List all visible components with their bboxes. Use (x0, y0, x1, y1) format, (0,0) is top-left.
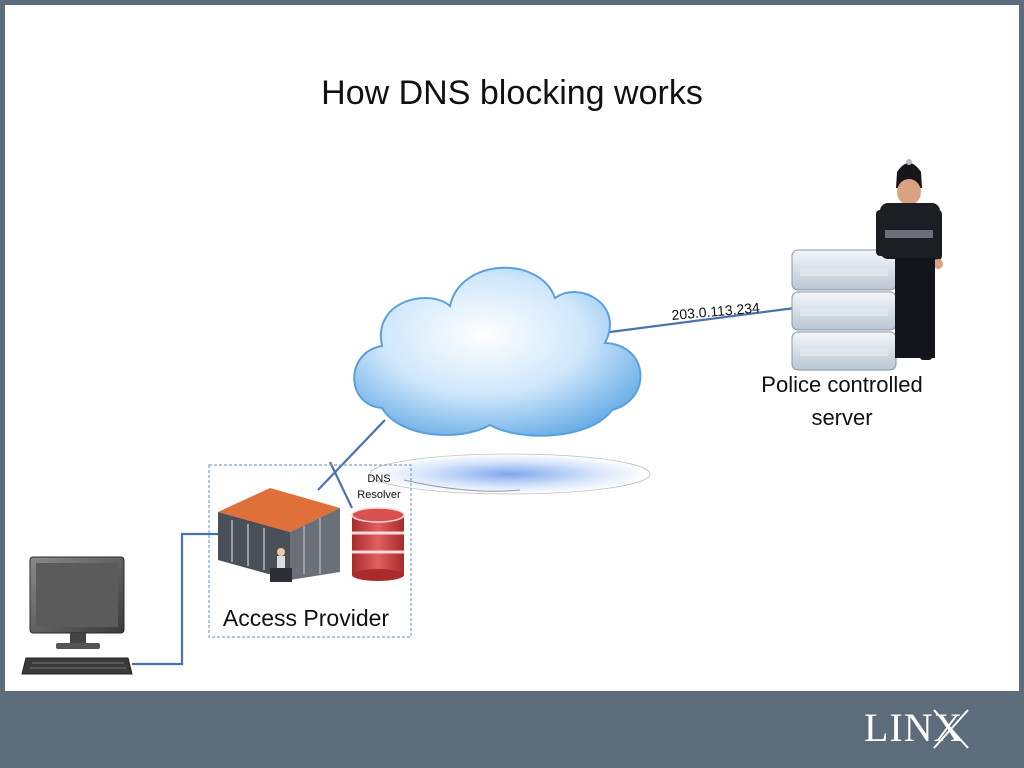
data-center-icon (218, 488, 340, 582)
pc-to-provider-link (132, 532, 218, 666)
slide-title: How DNS blocking works (321, 74, 703, 112)
internet-cloud-icon (353, 266, 642, 437)
resolver-pointer-line (403, 479, 521, 492)
police-server-label-line1: Police controlled (761, 372, 922, 397)
dns-resolver-label-line2: Resolver (357, 489, 401, 501)
linx-logo: LINX (864, 705, 964, 750)
police-server-icon (791, 249, 897, 371)
computer-icon (21, 556, 133, 675)
provider-to-resolver-link (329, 461, 353, 509)
police-server-label-line2: server (811, 405, 872, 430)
dns-resolver-label-line1: DNS (367, 473, 390, 485)
police-officer-icon (876, 159, 943, 360)
footer-band (0, 691, 1024, 768)
dns-resolver-icon (351, 507, 405, 581)
access-provider-label: Access Provider (223, 605, 390, 631)
cloud-to-police-server-link (609, 306, 796, 334)
cloud-shadow (369, 453, 651, 495)
linx-logo-mark (933, 709, 969, 749)
network-links (132, 306, 796, 666)
provider-to-cloud-link (317, 419, 386, 491)
ip-address-label: 203.0.113.234 (671, 299, 761, 323)
access-provider-box (208, 464, 412, 638)
